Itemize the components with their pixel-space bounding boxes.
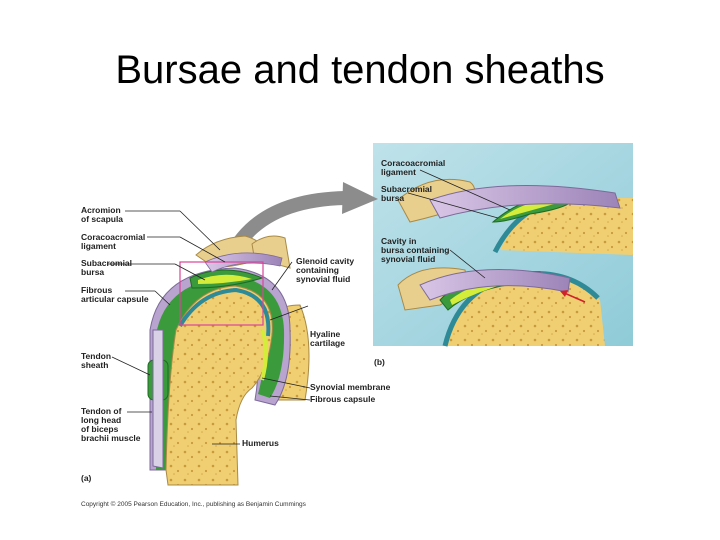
- label-synovial-membrane: Synovial membrane: [310, 382, 391, 392]
- label-subacromial-1: Subacromial: [81, 258, 132, 268]
- label-tendon-sheath-1: Tendon: [81, 351, 111, 361]
- label-tendon-sheath-2: sheath: [81, 360, 108, 370]
- panel-a-left-labels: Acromion of scapula Coracoacromial ligam…: [81, 205, 149, 443]
- label-glenoid-3: synovial fluid: [296, 274, 350, 284]
- copyright-notice: Copyright © 2005 Pearson Education, Inc.…: [81, 500, 307, 508]
- label-b-cavity-1: Cavity in: [381, 236, 416, 246]
- label-tendon-3: of biceps: [81, 424, 119, 434]
- panel-b-illustration: [373, 143, 633, 347]
- bursa-fluid-detail: [500, 200, 565, 219]
- panel-a-right-labels: Glenoid cavity containing synovial fluid…: [242, 256, 391, 448]
- label-coracoacromial-1: Coracoacromial: [81, 232, 145, 242]
- label-humerus: Humerus: [242, 438, 279, 448]
- panel-b-lower-detail: [397, 267, 605, 347]
- label-b-subacromial-2: bursa: [381, 193, 404, 203]
- panel-b-leader-lines: [407, 169, 511, 279]
- humerus: [165, 285, 273, 486]
- coracoacromial-ligament-detail: [429, 184, 621, 219]
- label-hyaline-2: cartilage: [310, 338, 345, 348]
- label-tendon-4: brachii muscle: [81, 433, 141, 443]
- label-acromion-2: of scapula: [81, 214, 123, 224]
- label-b-cavity-3: synovial fluid: [381, 254, 435, 264]
- coracoacromial-ligament-detail-lower: [419, 269, 571, 301]
- label-fibrous-capsule: Fibrous capsule: [310, 394, 375, 404]
- label-coracoacromial-2: ligament: [81, 241, 116, 251]
- glenoid-cavity-fluid: [260, 329, 268, 381]
- label-hyaline-1: Hyaline: [310, 329, 341, 339]
- panel-a-marker: (a): [81, 473, 92, 483]
- label-subacromial-2: bursa: [81, 267, 104, 277]
- zoom-arrow-head: [342, 182, 378, 214]
- label-glenoid-2: containing: [296, 265, 339, 275]
- label-glenoid-1: Glenoid cavity: [296, 256, 354, 266]
- slide-title: Bursae and tendon sheaths: [115, 48, 605, 92]
- label-b-cavity-2: bursa containing: [381, 245, 449, 255]
- label-b-coracoacromial-2: ligament: [381, 167, 416, 177]
- label-fibrous-1: Fibrous: [81, 285, 112, 295]
- biceps-tendon: [152, 329, 164, 469]
- panel-b-labels: Coracoacromial ligament Subacromial burs…: [381, 158, 449, 264]
- panel-a-leader-lines: [107, 210, 311, 445]
- panel-b-marker: (b): [374, 357, 385, 367]
- detail-highlight-box: [179, 261, 264, 326]
- pressure-arrow-head: [560, 290, 568, 297]
- panel-a-illustration: [107, 210, 311, 486]
- label-tendon-2: long head: [81, 415, 121, 425]
- subacromial-bursa-fluid: [198, 274, 252, 284]
- label-acromion-1: Acromion: [81, 205, 121, 215]
- label-b-coracoacromial-1: Coracoacromial: [381, 158, 445, 168]
- panel-b-upper-detail: [397, 178, 633, 255]
- label-tendon-1: Tendon of: [81, 406, 122, 416]
- label-b-subacromial-1: Subacromial: [381, 184, 432, 194]
- label-fibrous-2: articular capsule: [81, 294, 149, 304]
- hyaline-cartilage: [178, 287, 271, 337]
